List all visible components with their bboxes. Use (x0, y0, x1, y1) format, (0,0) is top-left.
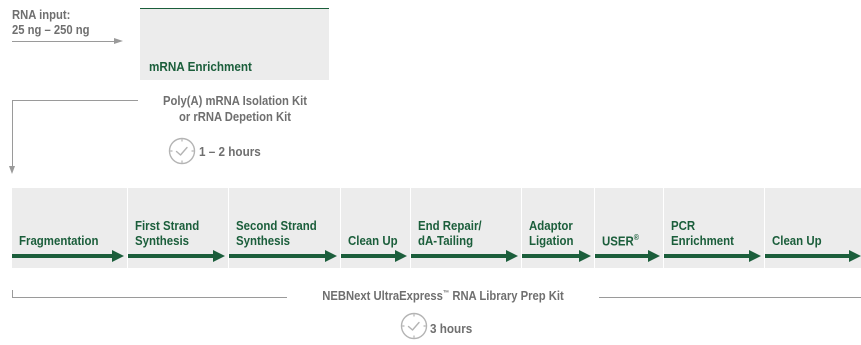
enrichment-kit-text: Poly(A) mRNA Isolation Kit or rRNA Depet… (132, 93, 339, 125)
workflow-step: Fragmentation (12, 188, 128, 268)
workflow-step-line1: First Strand (135, 218, 200, 233)
workflow-step-line2: Synthesis (236, 233, 291, 248)
workflow-step-line1: USER (602, 233, 634, 248)
route-arrow-down-icon (9, 166, 15, 174)
workflow-step-label: USER® (602, 230, 639, 248)
workflow-step: Clean Up (765, 188, 861, 268)
registered-mark: ® (633, 232, 639, 242)
workflow-step-line2: Enrichment (671, 233, 734, 248)
workflow-step-line1: Second Strand (236, 218, 317, 233)
step-arrow-icon (664, 250, 761, 262)
route-line-vertical (12, 100, 13, 168)
workflow-step-label: Fragmentation (19, 233, 98, 248)
workflow-step-line1: PCR (671, 218, 696, 233)
workflow-step: Clean Up (341, 188, 411, 268)
mrna-enrichment-label: mRNA Enrichment (149, 59, 252, 74)
rna-input-label: RNA input: 25 ng – 250 ng (12, 8, 138, 38)
kit-name-suffix: RNA Library Prep Kit (449, 289, 564, 303)
step-arrow-icon (595, 250, 660, 262)
bracket-line-left (12, 297, 287, 298)
step-arrow-icon (411, 250, 518, 262)
rna-input-range: 25 ng – 250 ng (12, 23, 90, 37)
library-prep-time: 3 hours (430, 321, 473, 336)
route-line-horizontal (12, 100, 138, 101)
workflow-step: USER® (595, 188, 664, 268)
workflow-step-line2: Ligation (529, 233, 574, 248)
trademark-mark: ™ (442, 289, 450, 297)
step-arrow-icon (12, 250, 124, 262)
workflow-step-line1: Clean Up (348, 233, 398, 248)
clock-icon (168, 137, 196, 165)
workflow-step-line1: End Repair/ (418, 218, 482, 233)
step-arrow-icon (765, 250, 861, 262)
bracket-left-tick (12, 290, 13, 298)
rna-input-title: RNA input: (12, 8, 71, 22)
enrichment-time: 1 – 2 hours (199, 144, 261, 159)
clock-icon (400, 312, 428, 340)
step-arrow-icon (341, 250, 407, 262)
library-prep-kit-name: NEBNext UltraExpress™ RNA Library Prep K… (303, 289, 584, 303)
input-arrow-line (12, 41, 116, 42)
mrna-enrichment-box: mRNA Enrichment (140, 8, 329, 80)
step-arrow-icon (128, 250, 225, 262)
workflow-step-label: Clean Up (348, 233, 398, 248)
kit-name-main: NEBNext UltraExpress (322, 289, 443, 303)
workflow-step-line2: Synthesis (135, 233, 190, 248)
workflow-step: End Repair/dA-Tailing (411, 188, 522, 268)
enrichment-kit-line2: or rRNA Depetion Kit (178, 110, 292, 124)
step-arrow-icon (229, 250, 337, 262)
enrichment-kit-line1: Poly(A) mRNA Isolation Kit (163, 94, 307, 108)
workflow-step-label: End Repair/dA-Tailing (418, 218, 482, 248)
workflow-step-line2: dA-Tailing (418, 233, 474, 248)
workflow-step-line1: Fragmentation (19, 233, 99, 248)
workflow-step-line1: Adaptor (529, 218, 573, 233)
bracket-line-right (599, 297, 861, 298)
step-arrow-icon (522, 250, 591, 262)
workflow-step-label: Clean Up (772, 233, 822, 248)
input-arrow-icon (114, 38, 123, 44)
workflow-step-line1: Clean Up (772, 233, 822, 248)
